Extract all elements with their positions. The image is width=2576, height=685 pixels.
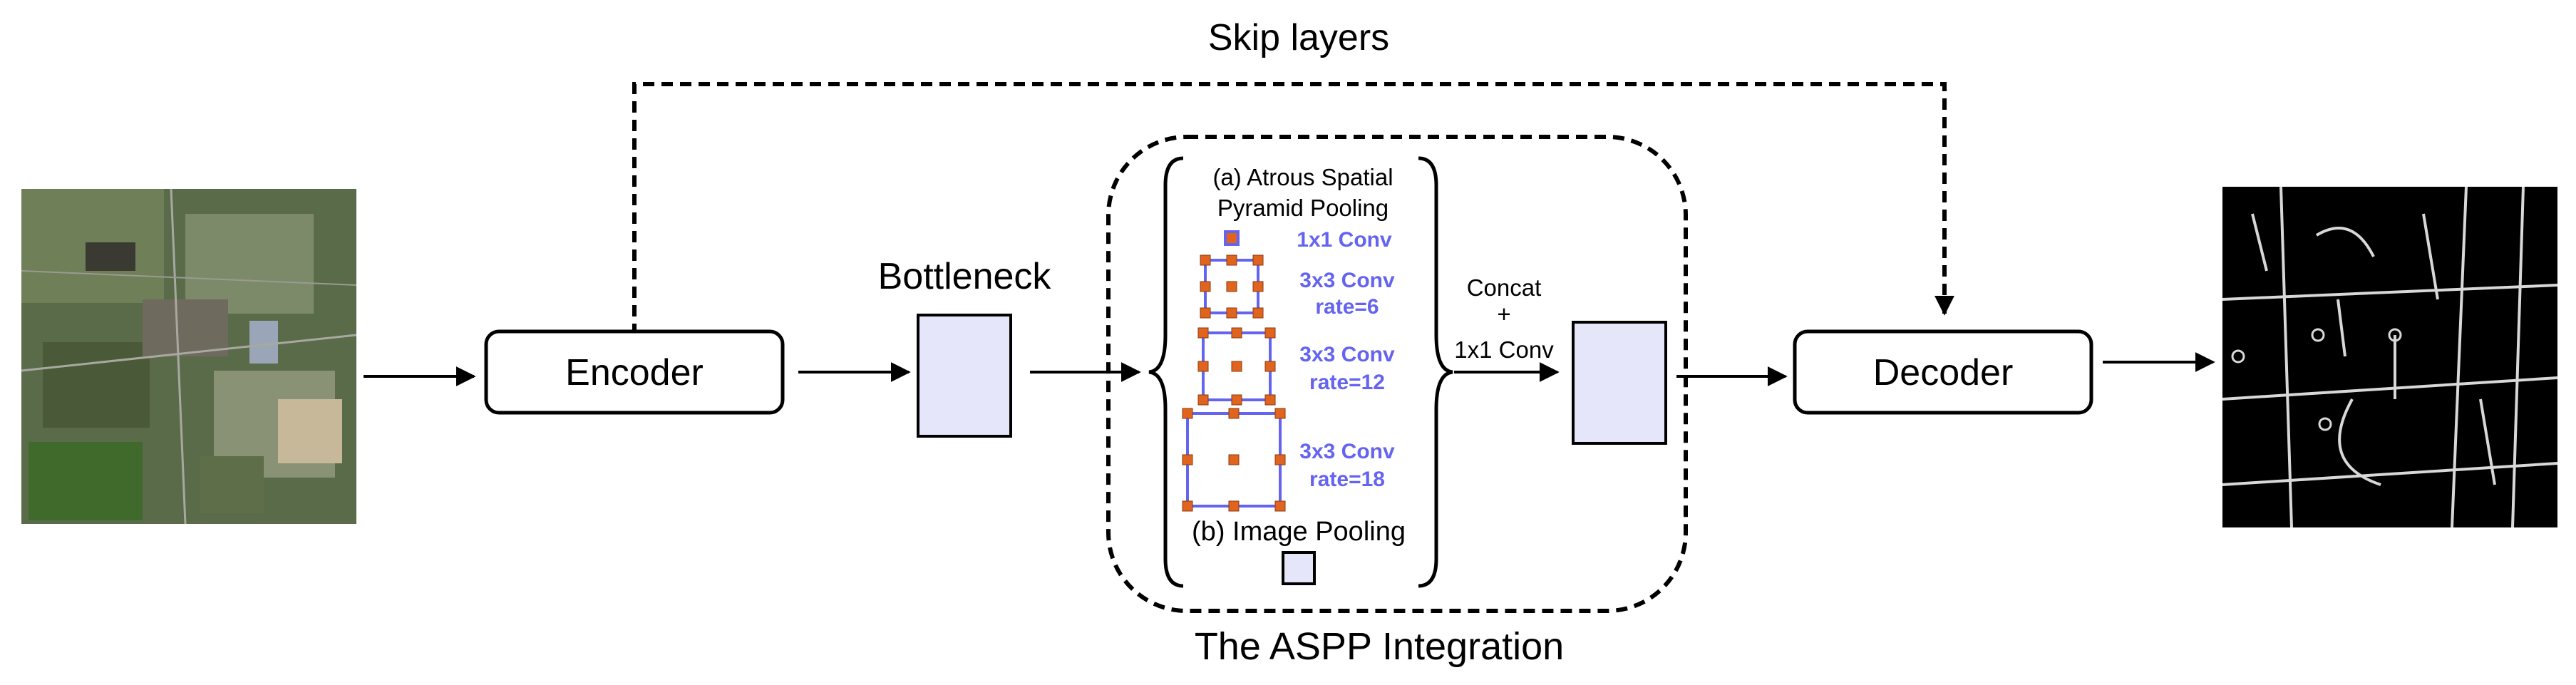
input-aerial-image xyxy=(21,188,357,525)
kernel-sample-point xyxy=(1226,307,1237,319)
kernel-sample-point xyxy=(1231,327,1242,339)
decoder-label: Decoder xyxy=(1873,352,2014,393)
conv-1x1-label: 1x1 Conv xyxy=(1297,228,1392,252)
output-road-mask xyxy=(2222,186,2558,528)
kernel-sample-point xyxy=(1226,281,1237,292)
concat-conv-label: 1x1 Conv xyxy=(1454,336,1554,363)
bottleneck-label: Bottleneck xyxy=(878,256,1052,297)
kernel-sample-point xyxy=(1200,254,1211,266)
atrous-title-line1: (a) Atrous Spatial xyxy=(1212,164,1393,190)
conv-rate12-line1: 3x3 Conv xyxy=(1299,343,1395,366)
kernel-sample-point xyxy=(1226,254,1237,266)
kernel-sample-point xyxy=(1182,454,1193,465)
kernel-1x1 xyxy=(1224,230,1240,246)
kernel-sample-point xyxy=(1197,361,1209,372)
kernel-sample-point xyxy=(1274,454,1286,465)
conv-rate18-line1: 3x3 Conv xyxy=(1299,440,1395,463)
kernel-sample-point xyxy=(1228,454,1240,465)
kernel-sample-point xyxy=(1197,394,1209,406)
kernel-sample-point xyxy=(1252,307,1264,319)
right-brace xyxy=(1418,156,1453,588)
conv-rate18-line2: rate=18 xyxy=(1309,468,1385,491)
kernel-sample-point xyxy=(1252,281,1264,292)
kernel-sample-point xyxy=(1200,307,1211,319)
kernel-sample-point xyxy=(1264,361,1276,372)
encoder-block xyxy=(484,329,785,415)
left-brace xyxy=(1148,156,1184,588)
kernel-sample-point xyxy=(1182,408,1193,419)
encoder-label: Encoder xyxy=(565,352,704,393)
kernel-sample-point xyxy=(1200,281,1211,292)
kernel-sample-point xyxy=(1264,394,1276,406)
kernel-sample-point xyxy=(1182,500,1193,512)
kernel-3x3-rate12 xyxy=(1197,327,1276,406)
kernel-sample-point xyxy=(1228,408,1240,419)
concat-plus: + xyxy=(1497,301,1510,327)
image-pooling-label: (b) Image Pooling xyxy=(1192,517,1406,547)
concat-label: Concat xyxy=(1467,274,1542,301)
kernel-sample-point xyxy=(1252,254,1264,266)
atrous-title-line2: Pyramid Pooling xyxy=(1217,195,1389,221)
skip-layers-label: Skip layers xyxy=(1208,17,1389,58)
conv-rate6-line2: rate=6 xyxy=(1315,295,1379,319)
kernel-sample-point xyxy=(1231,394,1242,406)
conv-rate12-line2: rate=12 xyxy=(1309,371,1385,394)
conv-rate6-line1: 3x3 Conv xyxy=(1299,269,1395,292)
aspp-container xyxy=(1106,135,1688,613)
aspp-output-feature-map xyxy=(1572,321,1667,445)
bottleneck-feature-map xyxy=(917,314,1012,438)
kernel-sample-point xyxy=(1264,327,1276,339)
skip-connection xyxy=(632,82,1954,335)
kernel-sample-point xyxy=(1197,327,1209,339)
kernel-sample-point xyxy=(1274,500,1286,512)
kernel-3x3-rate18 xyxy=(1182,408,1286,512)
decoder-block xyxy=(1793,329,2093,415)
kernel-sample-point xyxy=(1228,500,1240,512)
kernel-sample-point xyxy=(1274,408,1286,419)
kernel-3x3-rate6 xyxy=(1200,254,1264,319)
kernel-sample-point xyxy=(1231,361,1242,372)
aspp-integration-label: The ASPP Integration xyxy=(1195,625,1564,668)
image-pooling-feature xyxy=(1282,551,1316,585)
